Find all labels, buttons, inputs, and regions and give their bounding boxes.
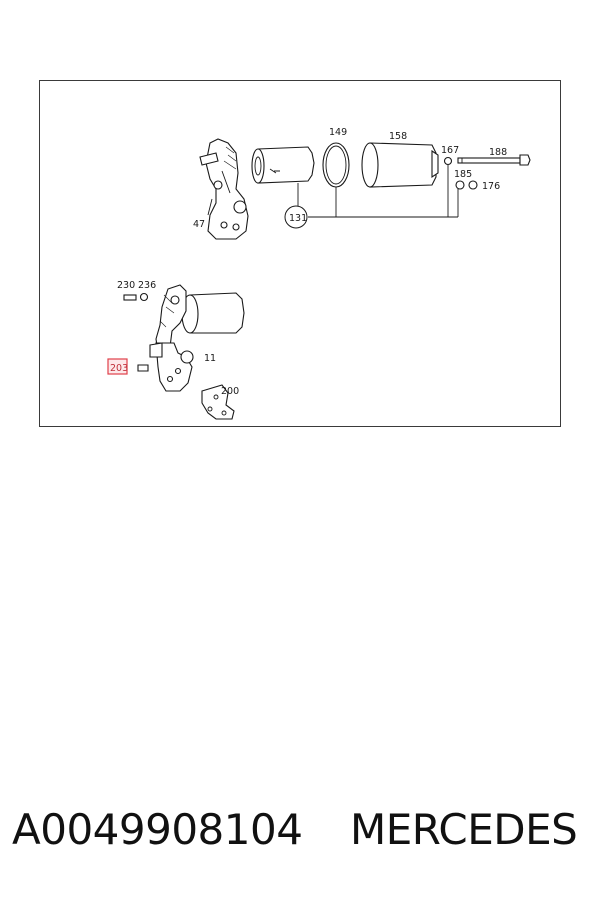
callout-149: 149	[329, 127, 347, 138]
filter-cartridge-158-drawing	[361, 142, 439, 188]
callout-176: 176	[482, 181, 500, 192]
callout-185: 185	[454, 169, 472, 180]
washer-167-drawing	[443, 156, 453, 166]
callout-236: 236	[138, 280, 156, 291]
callout-188: 188	[489, 147, 507, 158]
brand-text: MERCEDES	[350, 805, 578, 854]
filter-housing-drawing	[251, 146, 315, 217]
callout-203: 203	[110, 363, 128, 374]
parts-diagram: 149 158 167 188 185 176 131 47 230 236 1…	[107, 127, 531, 420]
callout-230: 230	[117, 280, 135, 291]
callout-131: 131	[289, 213, 307, 224]
nut-176-drawing	[468, 180, 478, 190]
part-number-text: A0049908104	[12, 805, 303, 854]
callout-203-highlight	[107, 358, 128, 375]
plate-200-drawing	[201, 384, 235, 420]
washer-185-drawing	[455, 180, 465, 190]
lower-assembly-drawing	[123, 284, 245, 392]
diagram-frame: 149 158 167 188 185 176 131 47 230 236 1…	[39, 80, 561, 427]
o-ring-149-drawing	[322, 142, 350, 188]
callout-47: 47	[193, 219, 205, 230]
callout-167: 167	[441, 145, 459, 156]
callout-158: 158	[389, 131, 407, 142]
bolt-188-drawing	[457, 154, 531, 166]
bracket-47-drawing	[199, 138, 249, 240]
callout-131-leaders	[284, 165, 459, 229]
callout-11: 11	[204, 353, 216, 364]
callout-200: 200	[221, 386, 239, 397]
footer: A0049908104 MERCEDES	[0, 800, 600, 860]
